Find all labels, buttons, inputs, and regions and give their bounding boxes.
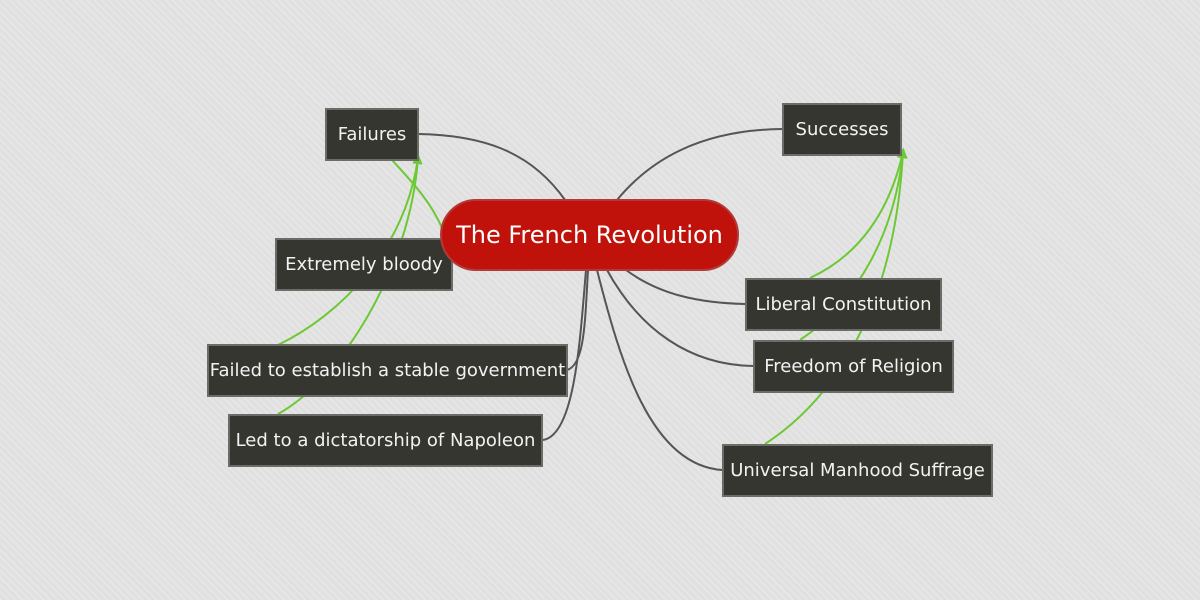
central-topic-label: The French Revolution (456, 221, 723, 249)
relationship-suffrage-successes (764, 148, 908, 445)
topic-universal-manhood-suffrage[interactable]: Universal Manhood Suffrage (722, 444, 993, 497)
connector-central-religion (606, 269, 754, 367)
topic-label: Led to a dictatorship of Napoleon (235, 430, 536, 451)
connector-central-failed-gov (566, 269, 589, 371)
topic-liberal-constitution[interactable]: Liberal Constitution (745, 278, 942, 331)
topic-label: Freedom of Religion (764, 356, 943, 377)
connector-central-liberal (625, 269, 746, 305)
connector-central-suffrage (596, 269, 723, 471)
relationship-liberal-successes (809, 148, 907, 279)
topic-successes[interactable]: Successes (782, 103, 902, 156)
topic-extremely-bloody[interactable]: Extremely bloody (275, 238, 453, 291)
topic-failed-stable-government[interactable]: Failed to establish a stable government (207, 344, 568, 397)
topic-label: Failures (337, 124, 407, 145)
connector-central-successes (616, 128, 783, 201)
topic-freedom-of-religion[interactable]: Freedom of Religion (753, 340, 954, 393)
topic-label: Successes (795, 119, 889, 140)
connector-central-napoleon (542, 269, 587, 441)
topic-dictatorship-napoleon[interactable]: Led to a dictatorship of Napoleon (228, 414, 543, 467)
topic-label: Liberal Constitution (755, 294, 932, 315)
connector-central-failures (417, 133, 566, 201)
relationship-bloody-failures (391, 159, 443, 229)
topic-label: Extremely bloody (285, 254, 443, 275)
central-topic[interactable]: The French Revolution (440, 199, 739, 271)
topic-label: Universal Manhood Suffrage (730, 460, 985, 481)
topic-label: Failed to establish a stable government (209, 360, 566, 381)
topic-failures[interactable]: Failures (325, 108, 419, 161)
